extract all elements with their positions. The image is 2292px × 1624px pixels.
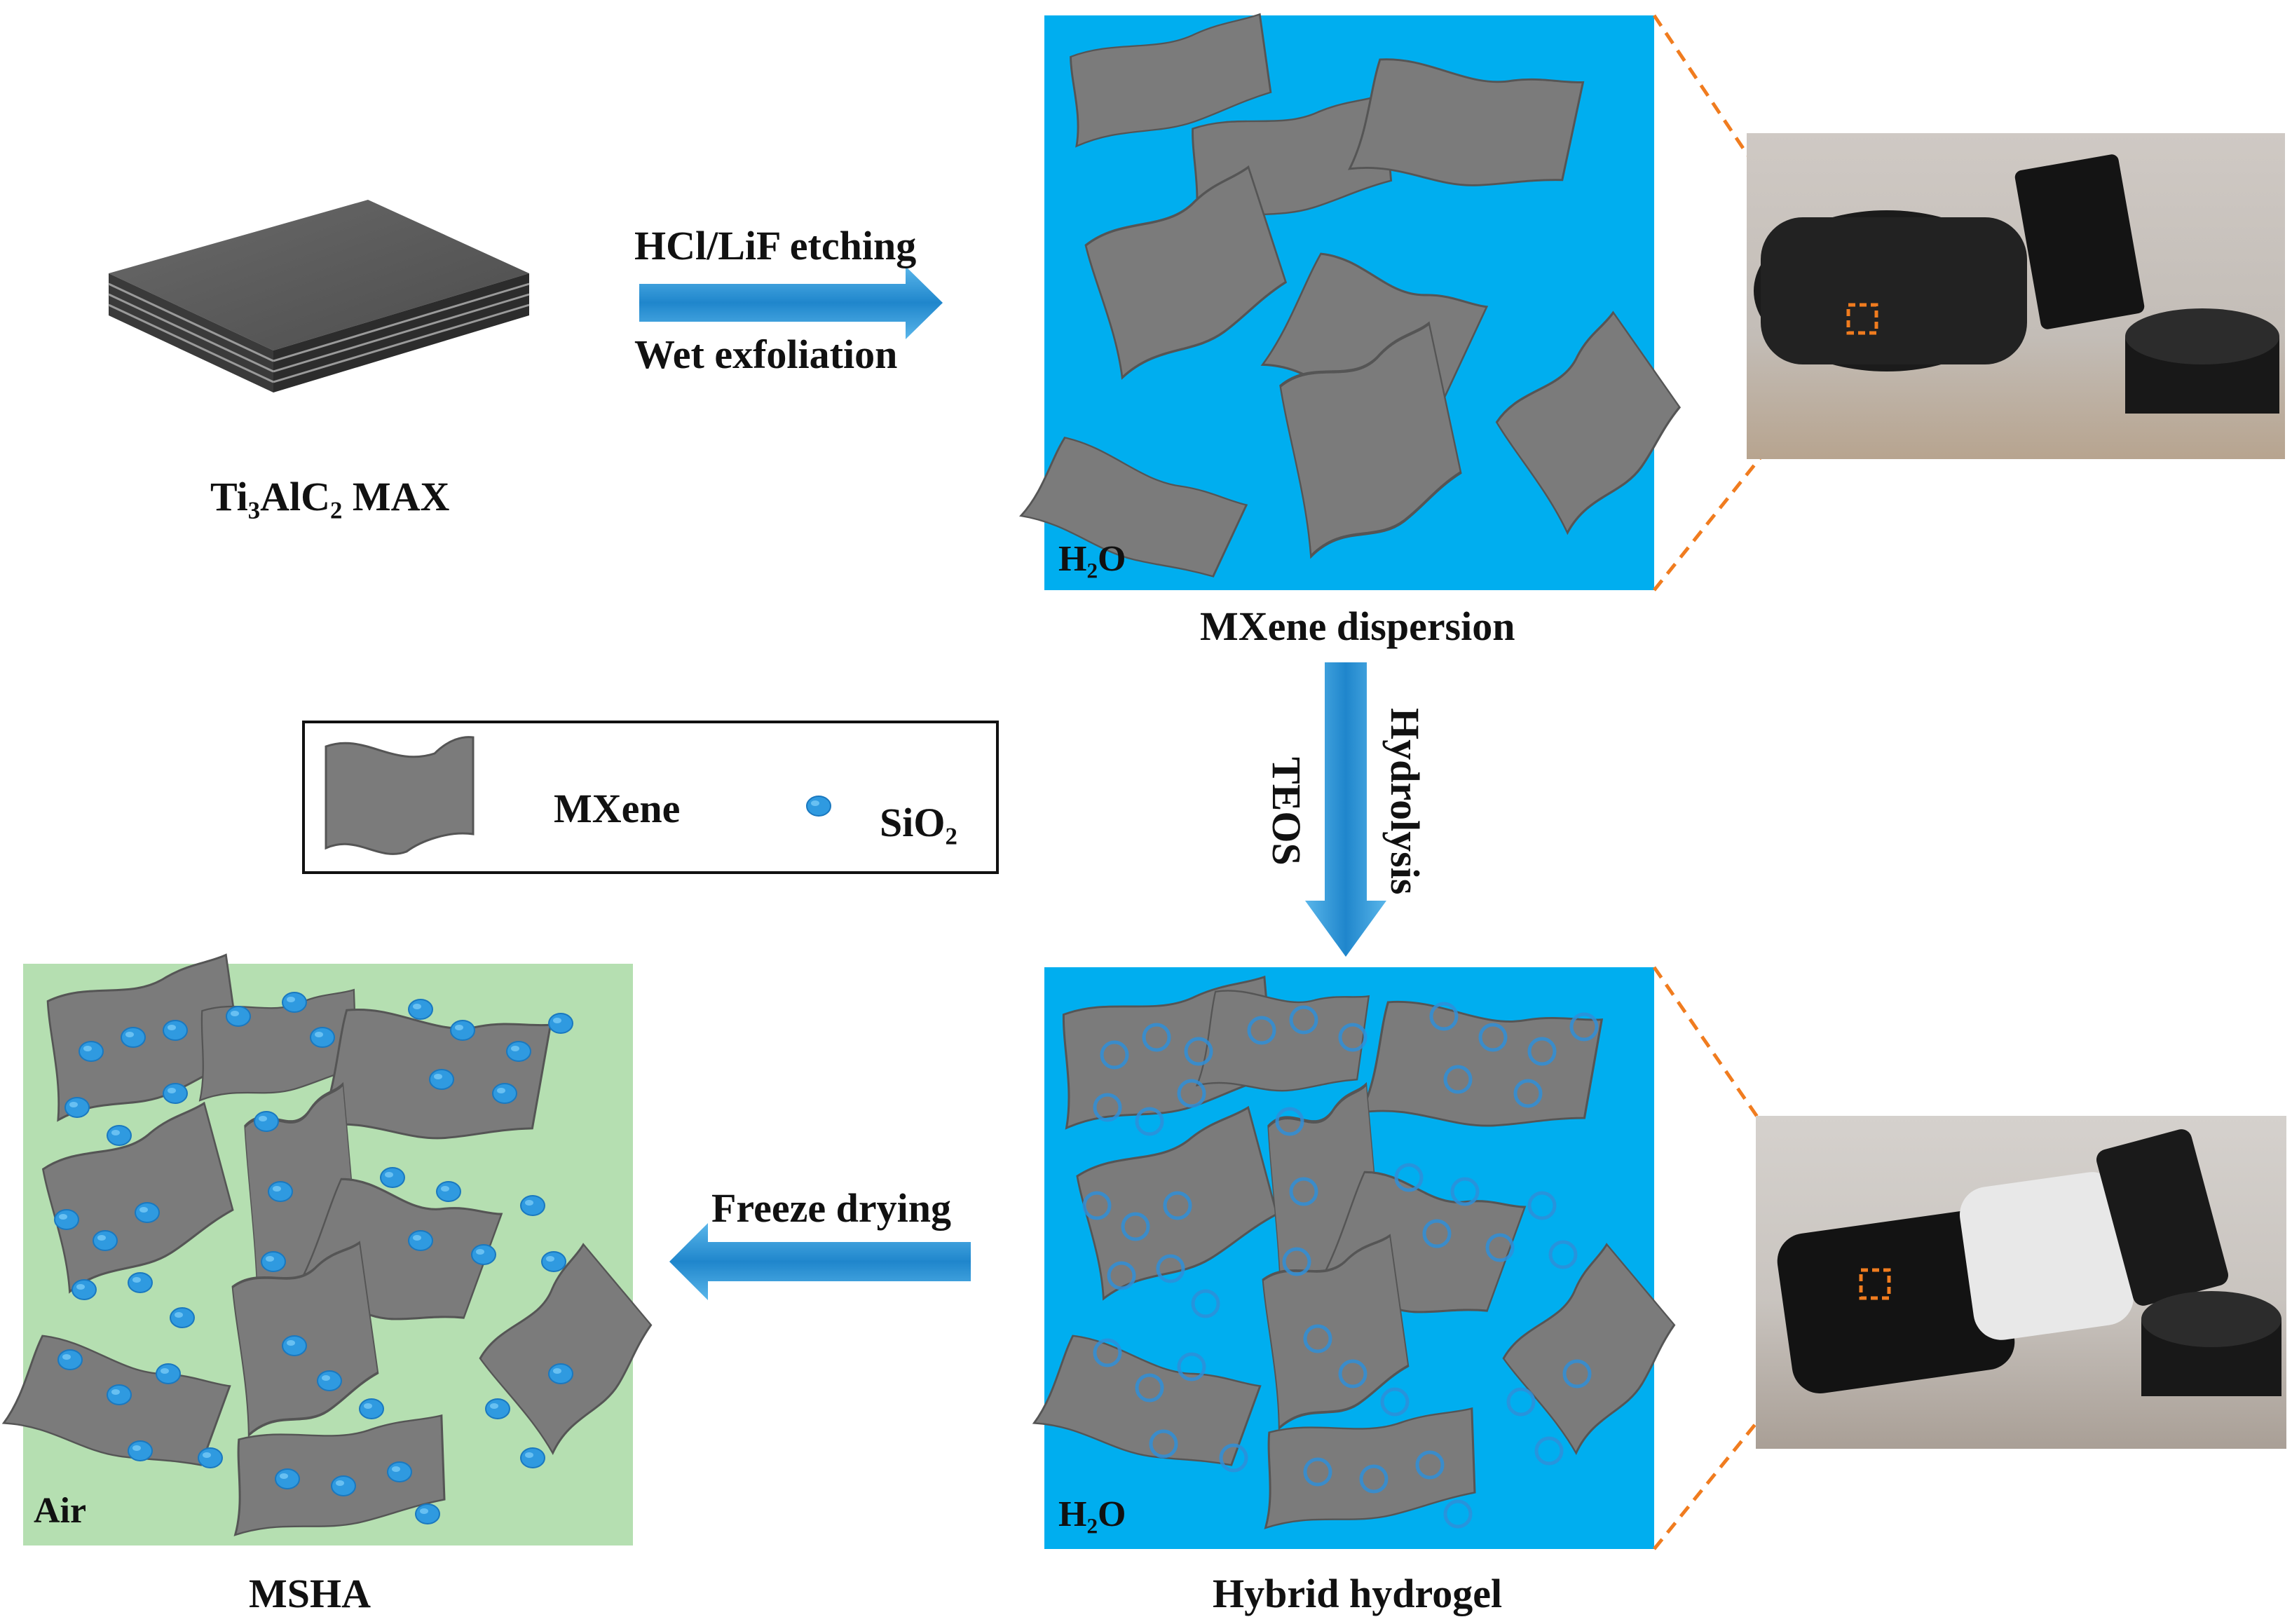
aerogel-medium-label: Air: [34, 1491, 87, 1531]
hydrogel-panel: [1032, 967, 1698, 1549]
etching-arrow: [639, 266, 943, 339]
exfoliation-label: Wet exfoliation: [634, 332, 898, 377]
legend-box: [302, 721, 999, 874]
aerogel-panel: [2, 953, 675, 1545]
vial-photo-hydrogel: [1756, 1116, 2286, 1449]
max-caption: Ti₃AlC₂ MAX: [210, 474, 450, 519]
hydrogel-medium-label: H₂O: [1058, 1494, 1126, 1534]
layered-block-icon: [108, 200, 530, 393]
vial-photo-dispersion: [1747, 133, 2285, 459]
freeze-drying-arrow: [669, 1223, 971, 1300]
etching-label: HCl/LiF etching: [634, 223, 917, 268]
legend-sio2-label: SiO₂: [880, 800, 957, 845]
dispersion-panel: [1020, 13, 1703, 601]
curved-sheet-icon: [325, 736, 475, 855]
freeze-drying-label: Freeze drying: [711, 1185, 951, 1231]
dispersion-medium-label: H₂O: [1058, 539, 1126, 579]
aerogel-caption: MSHA: [249, 1571, 371, 1616]
teos-label: TEOS: [1264, 757, 1309, 866]
hydrolysis-arrow: [1305, 662, 1386, 957]
hydrogel-caption: Hybrid hydrogel: [1213, 1571, 1503, 1616]
legend-mxene-label: MXene: [554, 786, 681, 831]
sphere-icon: [806, 796, 831, 817]
dispersion-caption: MXene dispersion: [1200, 603, 1515, 649]
hydrolysis-label: Hydrolysis: [1382, 708, 1428, 895]
